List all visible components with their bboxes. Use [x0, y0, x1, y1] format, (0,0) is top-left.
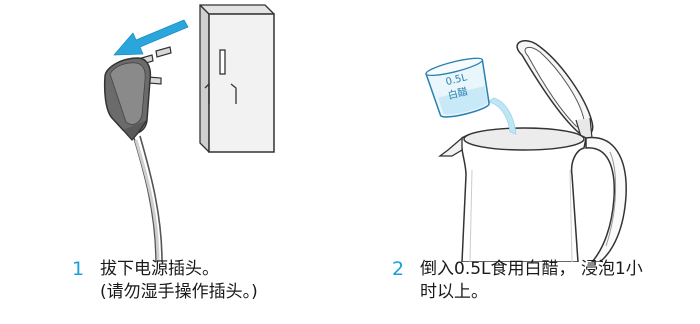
- step-number: 1: [72, 258, 85, 280]
- vinegar-stream: [486, 97, 517, 135]
- step-text-line-1: 拔下电源插头。: [100, 259, 219, 279]
- step-text-line-1: 倒入0.5L食用白醋， 浸泡1小: [420, 259, 643, 279]
- pull-arrow: [113, 19, 189, 56]
- measuring-cup: 0.5L 白醋: [425, 57, 490, 118]
- step-text-line-2: 时以上。: [420, 282, 488, 302]
- kettle-lid: [516, 40, 594, 141]
- kettle-body: [438, 127, 627, 262]
- step-text-line-2: (请勿湿手操作插头。): [100, 282, 258, 302]
- cup-volume-label: 0.5L: [445, 72, 469, 88]
- unplug-illustration: [103, 4, 275, 262]
- pour-vinegar-illustration: 0.5L 白醋: [425, 40, 627, 262]
- wall-socket: [199, 4, 275, 153]
- plug: [103, 46, 172, 141]
- step-number: 2: [392, 258, 405, 280]
